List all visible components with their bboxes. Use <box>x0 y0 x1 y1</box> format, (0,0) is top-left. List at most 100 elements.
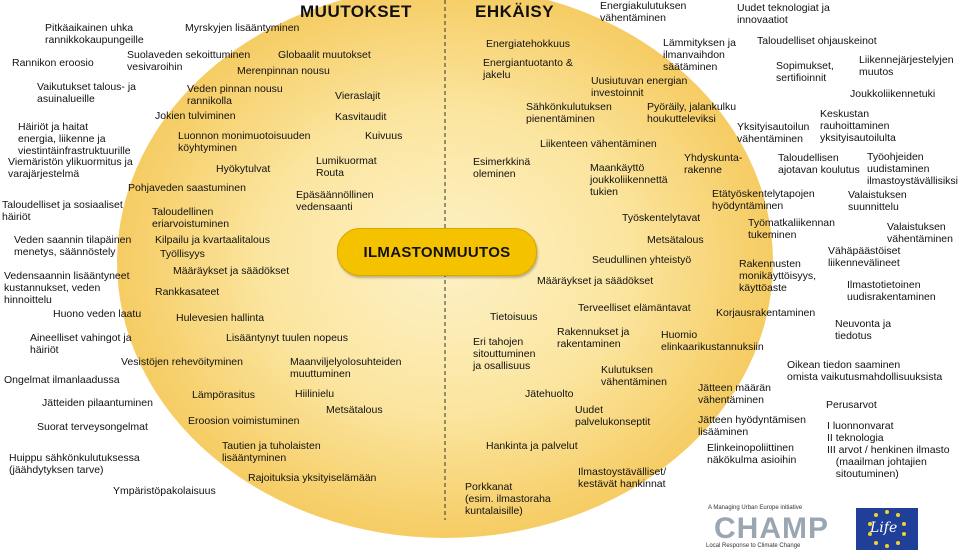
label-ilmastoystavalliset-hankinnat: Ilmastoystävälliset/ kestävät hankinnat <box>578 466 667 490</box>
label-suolaveden-sekoittuminen: Suolaveden sekoittuminen vesivaroihin <box>127 49 251 73</box>
label-ymparistopakolaisuus: Ympäristöpakolaisuus <box>113 485 216 497</box>
eu-star-icon <box>874 541 878 545</box>
label-rakennusten-monikayttoisyys: Rakennusten monikäyttöisyys, käyttöaste <box>739 258 817 294</box>
label-pohjaveden-saastuminen: Pohjaveden saastuminen <box>128 182 246 194</box>
label-vesistojen-rehevoityminen: Vesistöjen rehevöityminen <box>121 356 243 368</box>
label-lumikuormat-routa: Lumikuormat Routa <box>316 155 377 179</box>
label-yksityisautoilun-vahentaminen: Yksityisautoilun vähentäminen <box>737 121 810 145</box>
label-valaistuksen-suunnittelu: Valaistuksen suunnittelu <box>848 189 907 213</box>
label-elinkeinopoliittinen-nakokulma: Elinkeinopoliittinen näkökulma asioihin <box>707 442 797 466</box>
life-wordmark: Life <box>870 520 898 536</box>
label-taloudelliset-ohjauskeinot: Taloudelliset ohjauskeinot <box>757 35 877 47</box>
label-maankaytto-joukkoliikenne: Maankäyttö joukkoliikennettä tukien <box>590 162 668 198</box>
label-taloudelliset-sosiaaliset: Taloudelliset ja sosiaaliset häiriöt <box>2 199 123 223</box>
label-ilmanlaatu: Ongelmat ilmanlaadussa <box>4 374 120 386</box>
label-neuvonta-tiedotus: Neuvonta ja tiedotus <box>835 318 892 342</box>
label-liikennejarjestelyjen-muutos: Liikennejärjestelyjen muutos <box>859 54 954 78</box>
eu-star-icon <box>885 544 889 548</box>
label-jatteen-maaran-vahentaminen: Jätteen määrän vähentäminen <box>698 382 771 406</box>
eu-star-icon <box>896 541 900 545</box>
label-sahkonkulutuksen-pienentaminen: Sähkönkulutuksen pienentäminen <box>526 101 612 125</box>
label-luonnonvarat-teknologia-arvot: I luonnonvarat II teknologia III arvot /… <box>827 420 950 480</box>
label-kasvitaudit: Kasvitaudit <box>335 111 387 123</box>
label-maanviljelyolosuhteet: Maanviljelyolosuhteiden muuttuminen <box>290 356 402 380</box>
label-liikenteen-vahentaminen: Liikenteen vähentäminen <box>540 138 657 150</box>
label-tuulen-nopeus: Lisääntynyt tuulen nopeus <box>226 332 349 344</box>
label-kulutuksen-vahentaminen: Kulutuksen vähentäminen <box>601 364 667 388</box>
label-tyoskentelytavat: Työskentelytavat <box>622 212 701 224</box>
label-joukkoliikennetuki: Joukkoliikennetuki <box>850 88 936 100</box>
label-esimerkkina-oleminen: Esimerkkinä oleminen <box>473 156 531 180</box>
label-taloudellisen-ajotavan-koulutus: Taloudellisen ajotavan koulutus <box>778 152 860 176</box>
label-porkkanat: Porkkanat (esim. ilmastoraha kuntalaisil… <box>465 481 551 517</box>
label-tyollisyys: Työllisyys <box>160 248 205 260</box>
eu-star-icon <box>896 513 900 517</box>
label-perusarvot: Perusarvot <box>826 399 877 411</box>
label-jatteiden-pilaantuminen: Jätteiden pilaantuminen <box>42 397 153 409</box>
label-hulevesien-hallinta: Hulevesien hallinta <box>176 312 265 324</box>
label-vedensaannin-kustannukset: Vedensaannin lisääntyneet kustannukset, … <box>4 270 130 306</box>
label-myrskyjen-lisaantyminen: Myrskyjen lisääntyminen <box>185 22 300 34</box>
label-ilmastotietoinen-uudisrakentaminen: Ilmastotietoinen uudisrakentaminen <box>847 279 936 303</box>
eu-star-icon <box>902 532 906 536</box>
label-viemariston-ylikuormitus: Viemäristön ylikuormitus ja varajärjeste… <box>8 156 133 180</box>
label-hankinta-palvelut: Hankinta ja palvelut <box>486 440 578 452</box>
label-epasaannollinen-vedensaanti: Epäsäännöllinen vedensaanti <box>296 189 374 213</box>
label-seudullinen-yhteistyo: Seudullinen yhteistyö <box>592 254 692 266</box>
label-suorat-terveysongelmat: Suorat terveysongelmat <box>37 421 148 433</box>
label-energiantuotanto-jakelu: Energiantuotanto & jakelu <box>483 57 573 81</box>
label-rannikon-eroosio: Rannikon eroosio <box>12 57 94 69</box>
label-hiilinielu: Hiilinielu <box>295 388 335 400</box>
label-hyokytulvat: Hyökytulvat <box>216 163 271 175</box>
label-merenpinnan-nousu: Merenpinnan nousu <box>237 65 330 77</box>
label-luonnon-monimuotoisuus: Luonnon monimuotoisuuden köyhtyminen <box>178 130 311 154</box>
label-metsatalous-left: Metsätalous <box>326 404 383 416</box>
eu-star-icon <box>868 532 872 536</box>
champ-wordmark: CHAMP <box>714 512 829 545</box>
label-rajoituksia-yksityiselamaan: Rajoituksia yksityiselämään <box>248 472 377 484</box>
label-eri-tahojen-sitoutuminen: Eri tahojen sitouttuminen ja osallisuus <box>473 336 536 372</box>
champ-subtitle: Local Response to Climate Change <box>706 543 801 549</box>
label-lammityksen-ilmanvaihdon: Lämmityksen ja ilmanvaihdon säätäminen <box>663 37 736 73</box>
label-rankkasateet: Rankkasateet <box>155 286 220 298</box>
label-jokien-tulviminen: Jokien tulviminen <box>155 110 236 122</box>
label-jatehuolto: Jätehuolto <box>525 388 574 400</box>
label-etatyoskentely: Etätyöskentelytapojen hyödyntäminen <box>712 188 815 212</box>
label-uudet-teknologiat: Uudet teknologiat ja innovaatiot <box>737 2 830 26</box>
label-veden-pinnan-nousu: Veden pinnan nousu rannikolla <box>187 83 283 107</box>
label-vaikutukset-talous: Vaikutukset talous- ja asuinalueille <box>37 81 137 105</box>
eu-star-icon <box>874 513 878 517</box>
label-yhdyskuntarakenne: Yhdyskunta- rakenne <box>684 152 743 176</box>
champ-tagline: A Managing Urban Europe initiative <box>708 505 803 511</box>
label-hairiot-energia: Häiriöt ja haitat energia, liikenne ja v… <box>18 121 131 157</box>
label-eroosion-voimistuminen: Eroosion voimistuminen <box>188 415 300 427</box>
label-energiakulutuksen-vahentaminen: Energiakulutuksen vähentäminen <box>600 0 687 24</box>
label-huono-veden-laatu: Huono veden laatu <box>53 308 142 320</box>
label-korjausrakentaminen: Korjausrakentaminen <box>716 307 816 319</box>
label-huippu-sahkonkulutus: Huippu sähkönkulutuksessa (jäähdytyksen … <box>9 452 140 476</box>
label-taloudellinen-eriarvoistuminen: Taloudellinen eriarvoistuminen <box>152 206 230 230</box>
label-vahapaastoiset-liikennevalineet: Vähäpäästöiset liikennevälineet <box>828 245 901 269</box>
label-maaraykset-saadokset-right: Määräykset ja säädökset <box>537 275 654 287</box>
label-sopimukset-sertifioinnit: Sopimukset, sertifioinnit <box>776 60 834 84</box>
label-oikean-tiedon-saaminen: Oikean tiedon saaminen omista vaikutusma… <box>787 359 943 383</box>
eu-star-icon <box>902 522 906 526</box>
champ-logo: A Managing Urban Europe initiative CHAMP… <box>704 505 844 551</box>
label-valaistuksen-vahentaminen: Valaistuksen vähentäminen <box>887 221 953 245</box>
label-tietoisuus: Tietoisuus <box>490 311 538 323</box>
label-energiatehokkuus: Energiatehokkuus <box>486 38 571 50</box>
center-topic-ilmastonmuutos: ILMASTONMUUTOS <box>337 228 537 276</box>
label-terveelliset-elamantavat: Terveelliset elämäntavat <box>578 302 691 314</box>
header-muutokset: MUUTOKSET <box>300 2 412 21</box>
label-tautien-tuholaisten: Tautien ja tuholaisten lisääntyminen <box>222 440 321 464</box>
label-maaraykset-saadokset-left: Määräykset ja säädökset <box>173 265 290 277</box>
eu-life-logo: Life <box>856 508 918 550</box>
label-metsatalous-right: Metsätalous <box>647 234 704 246</box>
label-globaalit-muutokset: Globaalit muutokset <box>278 49 371 61</box>
label-veden-saannin-menetys: Veden saannin tilapäinen menetys, säännö… <box>14 234 132 258</box>
label-lamporasitus: Lämpörasitus <box>192 389 256 401</box>
label-kuivuus: Kuivuus <box>365 130 403 142</box>
label-pyoraily-jalankulku: Pyöräily, jalankulku houkutteleviksi <box>647 101 737 125</box>
label-pitkaaikainen-uhka: Pitkäaikainen uhka rannikkokaupungeille <box>45 22 144 46</box>
